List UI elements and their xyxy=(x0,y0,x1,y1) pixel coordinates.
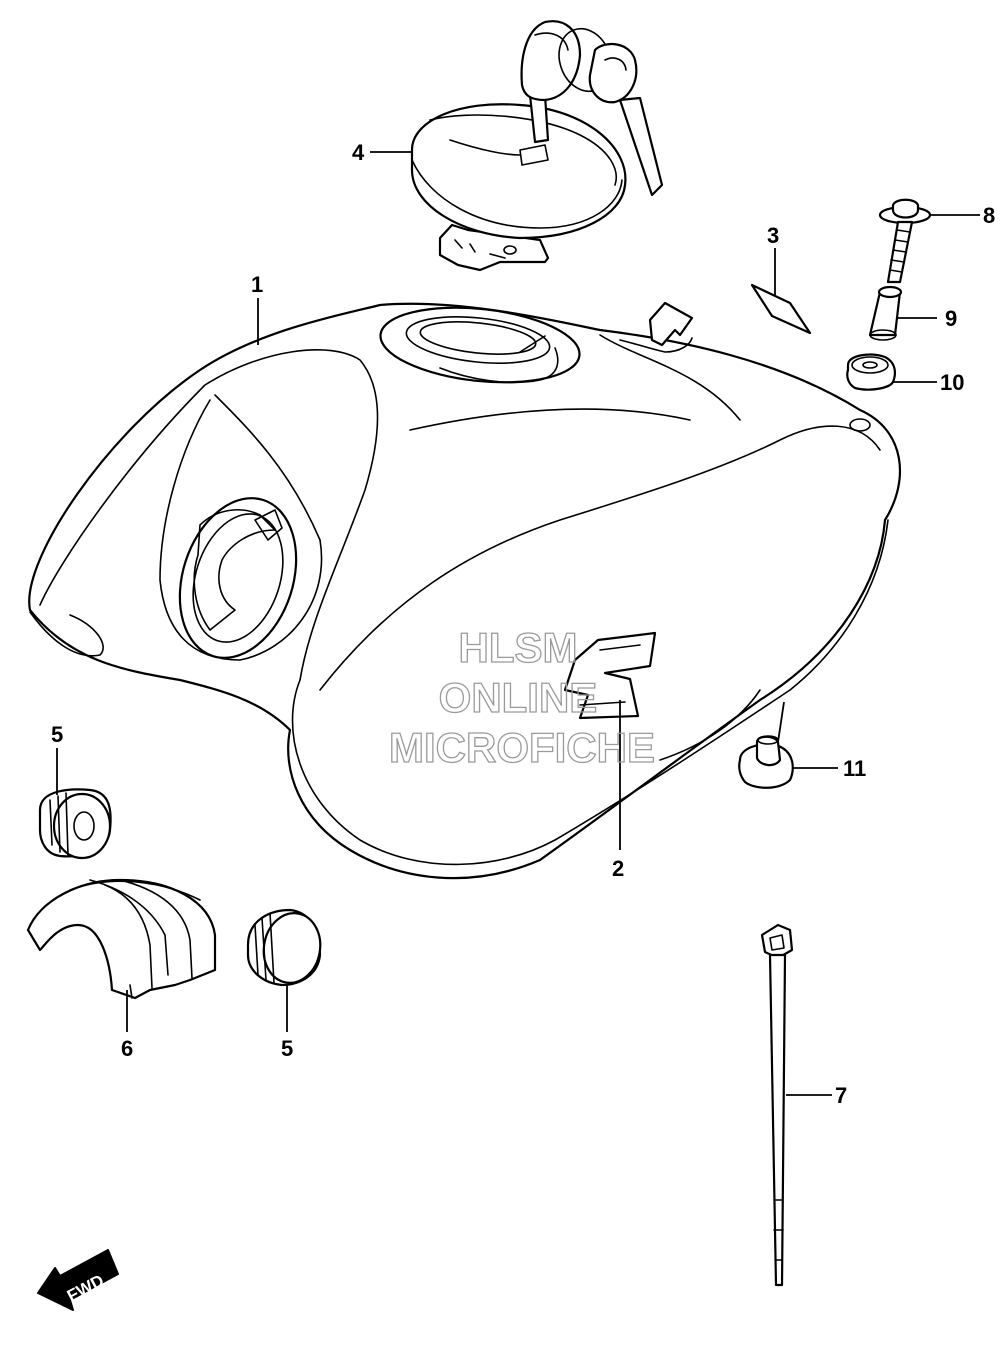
cable-clamp[interactable] xyxy=(760,923,794,1287)
fuel-cap-with-keys[interactable] xyxy=(410,20,664,272)
watermark: HLSM ONLINE MICROFICHE xyxy=(388,623,655,771)
spacer[interactable] xyxy=(868,285,903,341)
callout-9: 9 xyxy=(945,306,957,331)
fwd-arrow: FWD xyxy=(37,1249,119,1311)
watermark-line-2: ONLINE xyxy=(439,674,598,721)
callout-5-lower: 5 xyxy=(281,1036,293,1061)
callout-6: 6 xyxy=(121,1036,133,1061)
callout-1: 1 xyxy=(251,272,263,297)
cushion-ring[interactable] xyxy=(846,353,896,391)
callout-11: 11 xyxy=(843,756,866,781)
watermark-line-3: MICROFICHE xyxy=(389,724,655,771)
callout-5-upper: 5 xyxy=(51,722,63,747)
leader-lines xyxy=(56,151,980,1096)
watermark-line-1: HLSM xyxy=(459,624,578,671)
bolt[interactable] xyxy=(878,198,932,284)
callout-labels: 1 2 3 4 5 6 5 7 8 9 10 11 xyxy=(51,140,995,1108)
cushion-upper[interactable] xyxy=(38,788,112,860)
callout-7: 7 xyxy=(835,1083,847,1108)
fuel-tank[interactable] xyxy=(28,299,902,880)
rubber-cushion[interactable] xyxy=(26,878,217,1000)
callout-8: 8 xyxy=(983,203,995,228)
callout-10: 10 xyxy=(940,370,964,395)
warning-label[interactable] xyxy=(750,283,812,335)
callout-4: 4 xyxy=(352,140,365,165)
callout-2: 2 xyxy=(612,856,624,881)
callout-3: 3 xyxy=(767,223,779,248)
cushion-lower[interactable] xyxy=(246,908,326,988)
rear-cushion[interactable] xyxy=(738,735,794,789)
tank-emblem[interactable] xyxy=(563,631,657,720)
